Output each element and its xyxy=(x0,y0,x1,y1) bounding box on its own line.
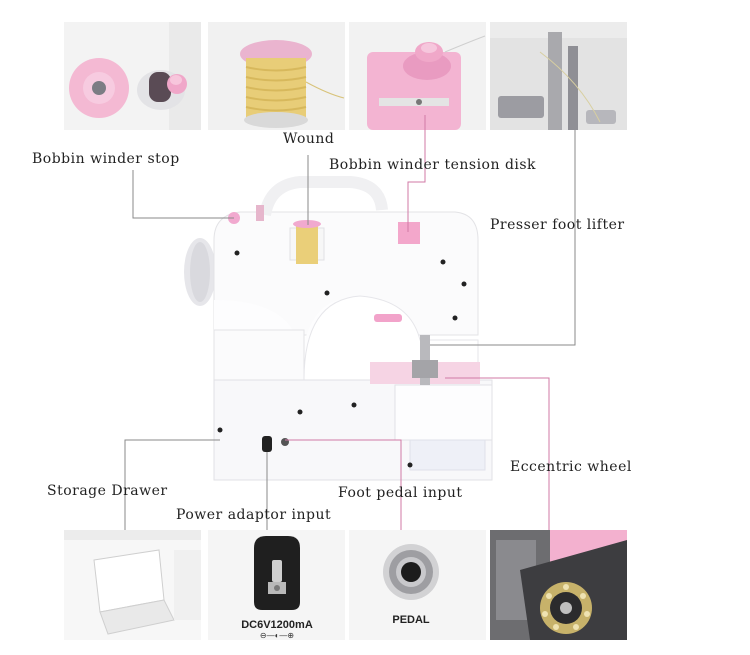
storage-drawer-illustration xyxy=(64,530,201,640)
label-wound: Wound xyxy=(283,131,335,147)
foot-pedal-illustration: PEDAL xyxy=(349,530,486,640)
eccentric-wheel-illustration xyxy=(490,530,627,640)
photo-tension-disk xyxy=(349,22,486,130)
pedal-text: PEDAL xyxy=(392,614,430,626)
power-adaptor-illustration: DC6V1200mA ⊖—◐—⊕ xyxy=(208,530,345,640)
photo-presser-foot-lifter xyxy=(490,22,627,130)
wound-illustration xyxy=(208,22,345,130)
photo-foot-pedal-input: PEDAL xyxy=(349,530,486,640)
leader-bobbin-winder-stop xyxy=(132,170,234,219)
photo-wound xyxy=(208,22,345,130)
polarity-symbol: ⊖—◐—⊕ xyxy=(260,631,294,640)
photo-bobbin-winder-stop xyxy=(64,22,201,130)
label-storage-drawer: Storage Drawer xyxy=(47,483,168,499)
leader-eccentric-wheel xyxy=(445,377,550,530)
leader-foot-pedal-input xyxy=(285,439,402,530)
leader-tension-disk xyxy=(407,115,426,232)
photo-storage-drawer xyxy=(64,530,201,640)
photo-eccentric-wheel xyxy=(490,530,627,640)
label-eccentric-wheel: Eccentric wheel xyxy=(510,459,632,475)
leader-lines xyxy=(124,115,576,530)
bobbin-winder-stop-illustration xyxy=(64,22,201,130)
label-bobbin-winder-stop: Bobbin winder stop xyxy=(32,151,180,167)
photo-power-adaptor-input: DC6V1200mA ⊖—◐—⊕ xyxy=(208,530,345,640)
label-foot-pedal-input: Foot pedal input xyxy=(338,485,463,501)
sewing-machine xyxy=(184,176,493,481)
presser-foot-lifter-illustration xyxy=(490,22,627,130)
power-rating-text: DC6V1200mA xyxy=(241,619,313,631)
leader-storage-drawer xyxy=(124,439,220,530)
leader-presser-foot-lifter xyxy=(430,130,576,346)
label-presser-foot-lifter: Presser foot lifter xyxy=(490,217,625,233)
tension-disk-illustration xyxy=(349,22,486,130)
label-power-adaptor-input: Power adaptor input xyxy=(176,507,332,523)
label-tension-disk: Bobbin winder tension disk xyxy=(329,157,537,173)
